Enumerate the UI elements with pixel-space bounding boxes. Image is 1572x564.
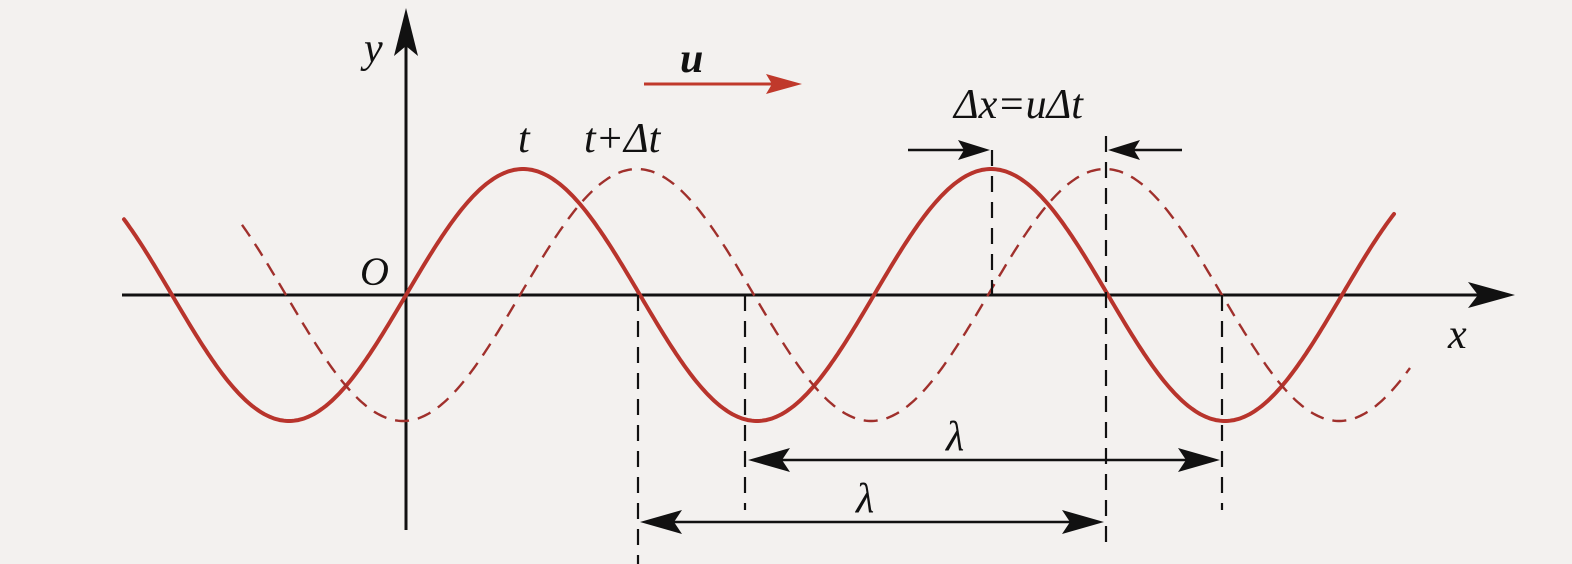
wavelength-lower-arrow [640, 510, 1104, 534]
x-axis-arrowhead [1468, 282, 1515, 308]
wavelength-lower-label: λ [854, 476, 874, 522]
wave-curve-t [122, 167, 1396, 423]
x-axis-label: x [1447, 312, 1467, 358]
velocity-arrow [644, 74, 802, 94]
velocity-label: u [680, 36, 703, 82]
curve-t-dt-label: t+Δt [584, 116, 662, 162]
shift-arrow-left [958, 140, 990, 160]
curve-t-label: t [518, 116, 531, 162]
shift-label: Δx=uΔt [952, 82, 1084, 128]
shift-marker [908, 140, 1182, 160]
y-axis-label: y [360, 26, 383, 72]
origin-label: O [360, 249, 389, 294]
wavelength-upper-label: λ [944, 414, 964, 460]
guide-lines [636, 136, 1224, 564]
wavelength-upper-arrow [748, 448, 1220, 472]
shift-arrow-right [1108, 140, 1140, 160]
y-axis-arrowhead [394, 8, 418, 56]
wave-curve-t-plus-dt [241, 167, 1411, 423]
